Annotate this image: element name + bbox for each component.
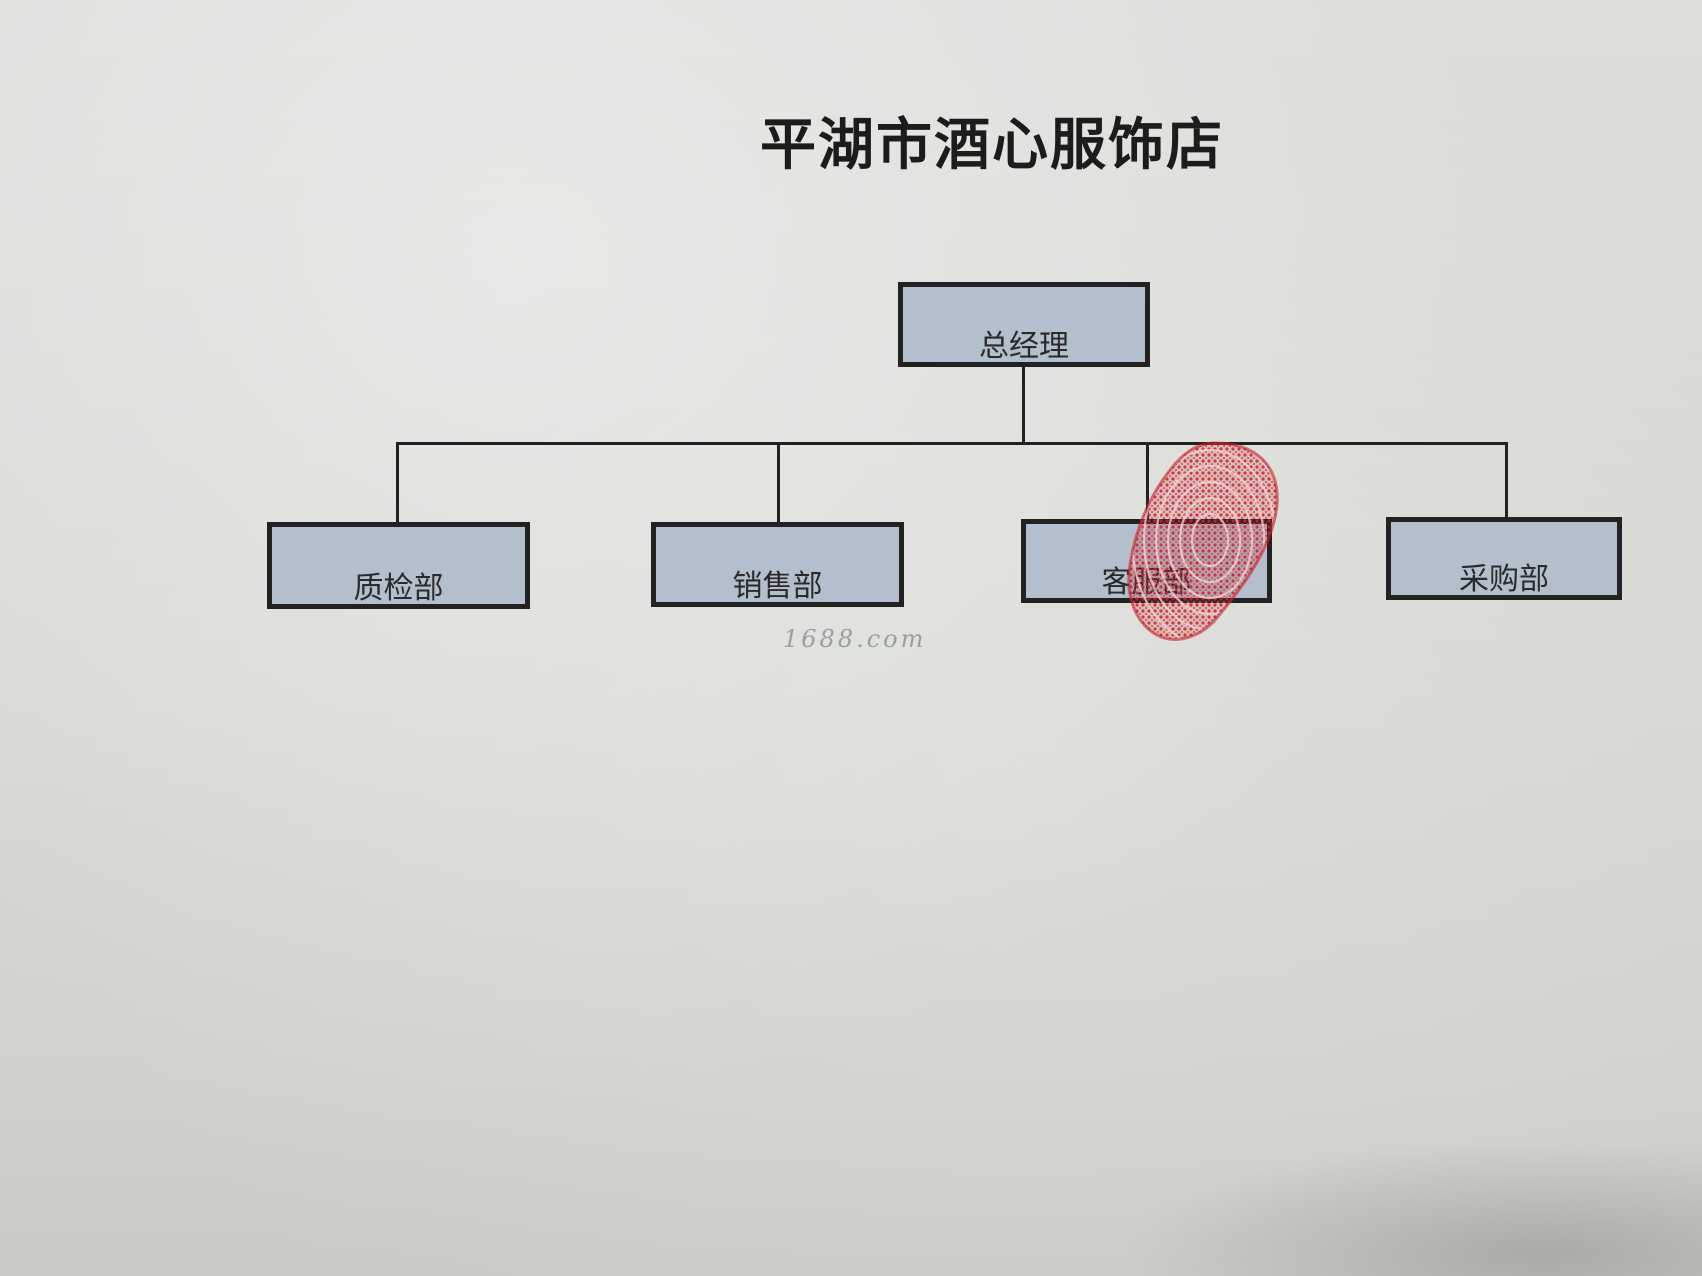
branch-line-qc — [396, 442, 399, 526]
watermark-text: 1688.com — [783, 625, 927, 653]
document-title: 平湖市酒心服饰店 — [760, 113, 1224, 178]
branch-line-sales — [777, 442, 780, 526]
branch-line-purchasing — [1505, 442, 1508, 520]
node-label: 采购部 — [1459, 562, 1549, 597]
horizontal-bus-line — [396, 442, 1508, 445]
node-label: 总经理 — [979, 329, 1069, 364]
root-stem-line — [1022, 366, 1025, 444]
node-label: 销售部 — [732, 569, 823, 604]
node-general-manager: 总经理 — [898, 282, 1150, 367]
node-label: 客服部 — [1101, 565, 1192, 600]
node-purchasing: 采购部 — [1386, 517, 1622, 600]
node-sales: 销售部 — [651, 522, 904, 607]
node-label: 质检部 — [353, 571, 444, 606]
branch-line-service — [1146, 442, 1149, 524]
node-quality-control: 质检部 — [267, 522, 530, 609]
node-customer-service: 客服部 — [1021, 519, 1272, 603]
shadow — [1120, 1140, 1702, 1276]
